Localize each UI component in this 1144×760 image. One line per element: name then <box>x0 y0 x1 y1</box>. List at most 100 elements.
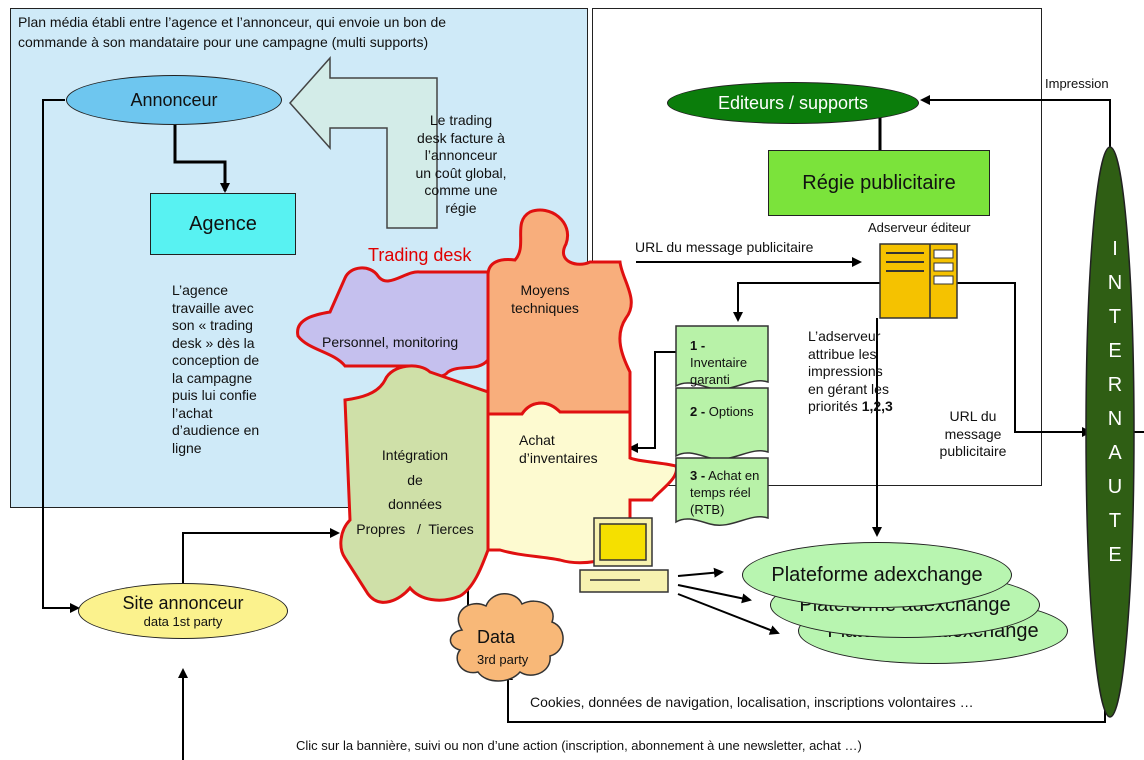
inventory-num: 3 - <box>690 468 706 483</box>
site-annonceur-sub: data 1st party <box>143 614 223 629</box>
url-message-label: URL du message publicitaire <box>635 239 814 255</box>
adserveur-note-line: impressions <box>808 363 883 379</box>
editeurs-label: Editeurs / supports <box>717 92 869 113</box>
integration-label-line: Propres / Tierces <box>356 520 474 537</box>
adserveur-internaute-arrow <box>957 282 1092 437</box>
annonceur-agence-arrow <box>173 118 230 193</box>
agence-note-line: desk » dès la <box>172 334 255 351</box>
agence-node: Agence <box>150 193 296 255</box>
internaute-letter: I <box>1112 238 1118 260</box>
billing-note-line: un coût global, <box>415 164 507 181</box>
agence-note-line: puis lui confie <box>172 387 257 403</box>
inventory-text-line: garanti <box>690 371 730 387</box>
inventory-item-3: 3 - Achat en temps réel (RTB) <box>682 462 772 525</box>
priorities-value: 1,2,3 <box>861 398 893 414</box>
adserveur-note-line: attribue les <box>808 345 877 362</box>
internaute-letter: E <box>1108 544 1122 566</box>
agence-note-line: l’achat <box>172 404 213 421</box>
inventory-num: 1 - <box>690 338 706 353</box>
agence-note-line: d’audience en <box>172 422 260 438</box>
integration-label-line: Intégration <box>381 447 449 463</box>
agence-note-line: son « trading <box>172 317 253 333</box>
puzzle-personnel <box>296 266 490 378</box>
achat-label-line: Achat <box>519 432 555 448</box>
achat-label-line: d’inventaires <box>519 449 598 466</box>
moyens-label-line: Moyens <box>520 282 570 298</box>
annonceur-label: Annonceur <box>130 89 218 110</box>
adexchange-label: Plateforme adexchange <box>771 563 983 586</box>
left-panel-header-line1: Plan média établi entre l’agence et l’an… <box>18 14 447 30</box>
data-cloud-title: Data <box>477 627 516 647</box>
url-right-line: message <box>944 425 1002 442</box>
achat-label: Achat d’inventaires <box>519 432 598 467</box>
integration-label-line: données <box>388 496 442 512</box>
annonceur-site-arrow <box>42 99 80 613</box>
impression-arrow <box>920 95 1111 160</box>
internaute-letter: N <box>1107 408 1123 430</box>
site-integration-arrow <box>182 528 340 583</box>
personnel-label: Personnel, monitoring <box>322 334 459 350</box>
internaute-letter: A <box>1108 442 1122 464</box>
computer-adexchange-arrow-2 <box>677 584 752 604</box>
site-annonceur-node: Site annonceur data 1st party <box>78 583 288 639</box>
inventory-item-1: 1 - Inventaire garanti <box>682 332 772 395</box>
inventory-text-line: temps réel <box>690 484 751 500</box>
agence-label: Agence <box>189 212 257 235</box>
billing-note-line: l’annonceur <box>424 147 498 163</box>
agence-note-line: travaille avec <box>172 299 254 316</box>
inventory-text-line: (RTB) <box>690 501 725 517</box>
site-annonceur-title: Site annonceur <box>122 593 244 613</box>
trading-desk-title: Trading desk <box>368 245 472 265</box>
puzzle-integration <box>339 364 490 604</box>
inventory-num: 2 - <box>690 404 706 419</box>
billing-note-line: Le trading <box>429 112 493 128</box>
annonceur-node: Annonceur <box>66 75 282 125</box>
url-right-line: URL du <box>949 408 997 424</box>
internaute-letter: T <box>1108 306 1122 328</box>
agence-note-line: L’agence <box>172 282 229 298</box>
billing-arrow <box>288 56 438 229</box>
adserveur-note-line: L’adserveur <box>808 328 881 344</box>
adserveur-note-line: priorités 1,2,3 <box>808 398 893 416</box>
moyens-label-line: techniques <box>511 299 579 316</box>
clic-text: Clic sur la bannière, suivi ou non d’une… <box>296 738 862 753</box>
inventory-text-line: Inventaire <box>690 354 748 370</box>
internaute-letter: T <box>1108 510 1122 532</box>
billing-note-line: comme une <box>424 182 498 198</box>
url-right-line: publicitaire <box>939 443 1007 459</box>
integration-label: Intégration de données Propres / Tierces <box>345 443 485 541</box>
inventory-item-2: 2 - Options <box>682 398 772 427</box>
agence-note-line: conception de <box>172 352 260 368</box>
internaute-letter: N <box>1107 272 1123 294</box>
inventory-text-line: Achat en <box>708 468 760 483</box>
adserveur-icon <box>879 243 958 319</box>
editeurs-node: Editeurs / supports <box>667 82 919 124</box>
moyens-label: Moyens techniques <box>500 282 590 317</box>
url-right-label: URL du message publicitaire <box>925 408 1021 461</box>
computer-adexchange-arrow-3 <box>677 593 780 635</box>
adexchange-node-1: Plateforme adexchange <box>742 542 1012 608</box>
computer-adexchange-arrow-1 <box>677 567 724 578</box>
priorities-label: priorités <box>808 398 862 414</box>
adserveur-inventory-arrow <box>733 282 880 322</box>
data-cloud-shape <box>449 593 564 682</box>
adserveur-label: Adserveur éditeur <box>868 220 971 235</box>
billing-note-line: régie <box>445 199 477 216</box>
adserveur-note-line: en gérant les <box>808 380 889 397</box>
agence-note-line: la campagne <box>172 369 253 386</box>
cookies-text: Cookies, données de navigation, localisa… <box>530 694 974 710</box>
integration-label-line: de <box>407 471 423 488</box>
agence-note: L’agence travaille avec son « trading de… <box>172 282 292 457</box>
adserveur-note: L’adserveur attribue les impressions en … <box>808 328 893 416</box>
internaute-ellipse <box>1085 146 1135 718</box>
internaute-letter: R <box>1107 374 1123 396</box>
regie-node: Régie publicitaire <box>768 150 990 216</box>
agence-note-line: ligne <box>172 439 202 456</box>
inventory-achat-arrow <box>628 351 676 453</box>
data-cloud-sub: 3rd party <box>477 652 529 667</box>
regie-label: Régie publicitaire <box>802 171 956 194</box>
inventory-text-line: Options <box>708 404 754 419</box>
computer-icon <box>579 517 669 593</box>
impression-label: Impression <box>1045 76 1109 91</box>
